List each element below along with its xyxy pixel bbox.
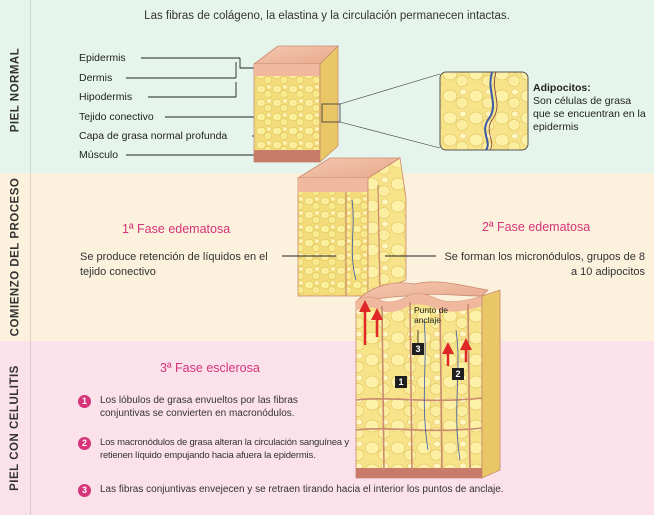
step-text: Las fibras conjuntivas envejecen y se re… — [100, 484, 504, 495]
step-number-icon: 2 — [78, 437, 91, 450]
layer-leader-lines — [126, 57, 262, 156]
step-number-icon: 3 — [78, 484, 91, 497]
skin-block-proceso — [296, 157, 407, 297]
adipocitos-title: Adipocitos: — [533, 82, 591, 94]
skin-block-celulitis — [355, 281, 501, 479]
top-caption: Las fibras de colágeno, la elastina y la… — [144, 10, 510, 22]
fase1-text: Se produce retención de líquidos en el t… — [80, 251, 268, 278]
fase2-title: 2ª Fase edematosa — [482, 220, 591, 234]
label-tejido-conectivo: Tejido conectivo — [79, 111, 154, 123]
fase3-step-1: 1 Los lóbulos de grasa envueltos por las… — [78, 394, 348, 420]
band-piel-celulitis — [0, 341, 654, 515]
fase3-step-2: 2 Los macronódulos de grasa alteran la c… — [78, 436, 353, 462]
fase3-step-3: 3 Las fibras conjuntivas envejecen y se … — [78, 483, 618, 497]
marker-3: 3 — [412, 343, 424, 355]
label-hipodermis: Hipodermis — [79, 91, 133, 103]
band-divider — [30, 0, 31, 515]
step-number-icon: 1 — [78, 395, 91, 408]
fase2-text: Se forman los micronódulos, grupos de 8 … — [444, 251, 645, 278]
step-text: Los macronódulos de grasa alteran la cir… — [100, 437, 349, 461]
red-arrows — [359, 300, 472, 366]
skin-block-normal — [252, 45, 441, 163]
step-text: Los lóbulos de grasa envueltos por las f… — [100, 395, 298, 419]
label-epidermis: Epidermis — [79, 52, 126, 64]
label-dermis: Dermis — [79, 72, 113, 84]
marker-1: 1 — [395, 376, 407, 388]
adipocitos-zoom — [439, 71, 529, 151]
fase3-title: 3ª Fase esclerosa — [160, 361, 260, 375]
fase1-title: 1ª Fase edematosa — [122, 222, 231, 236]
punto-anclaje-label: Punto de anclaje — [414, 305, 449, 325]
adipocitos-description: Son células de grasa que se encuentran e… — [533, 95, 646, 133]
label-capa-grasa: Capa de grasa normal profunda — [79, 130, 228, 142]
marker-2: 2 — [452, 368, 464, 380]
label-musculo: Músculo — [79, 149, 119, 161]
